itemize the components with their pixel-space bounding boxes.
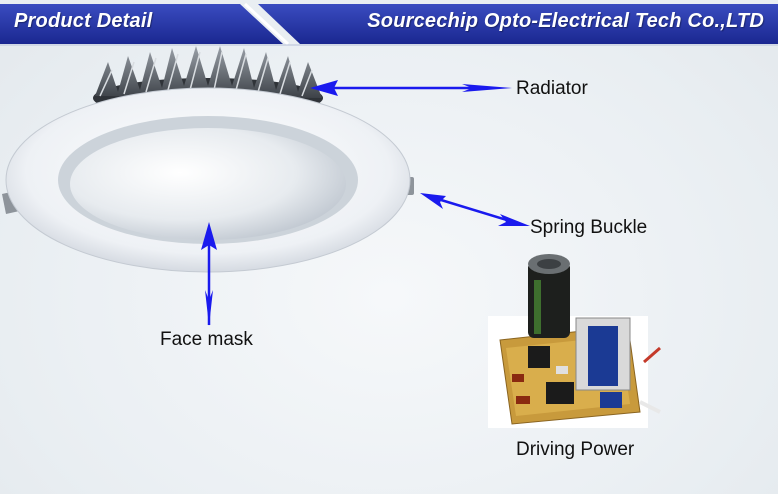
spring-buckle-arrow-head: [420, 193, 446, 209]
header-banner: [0, 0, 778, 46]
face-mask-label: Face mask: [160, 329, 253, 350]
banner-title-right: Sourcechip Opto-Electrical Tech Co.,LTD: [367, 10, 764, 32]
radiator-label: Radiator: [516, 78, 588, 99]
face-mask-arrow-head: [201, 222, 217, 250]
face-mask-arrow-tail: [205, 290, 213, 326]
banner-title-left: Product Detail: [14, 10, 153, 32]
banner-left-panel: [0, 4, 283, 44]
radiator-arrow-head: [310, 80, 338, 96]
driving-power-board: [488, 254, 661, 428]
driving-power-label: Driving Power: [516, 439, 635, 460]
radiator-arrow-tail: [462, 84, 512, 92]
banner-right-panel: [258, 4, 778, 44]
spring-buckle-label: Spring Buckle: [530, 217, 648, 238]
face-mask-lens: [70, 128, 346, 240]
spring-buckle-arrow-tail: [498, 214, 530, 226]
